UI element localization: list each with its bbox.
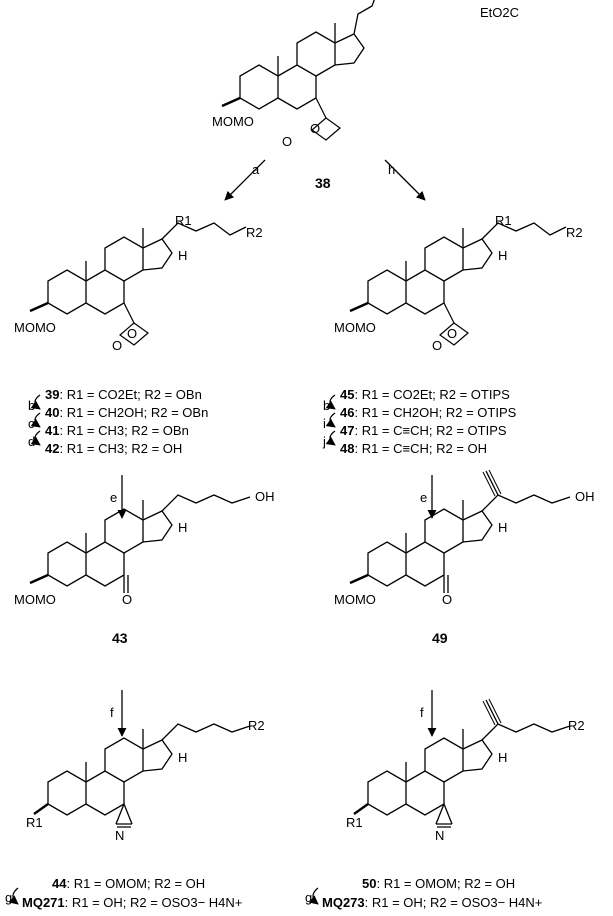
compound-mq273-line: MQ273: R1 = OH; R2 = OSO3− H4N+ — [322, 895, 543, 910]
r1-label-44: R1 — [26, 815, 43, 830]
compound-48-line: 48: R1 = C≡CH; R2 = OH — [340, 441, 488, 456]
reaction-arrows — [8, 159, 437, 905]
compound-50-line: 50: R1 = OMOM; R2 = OH — [362, 876, 516, 891]
mom-label-right: MOMO — [334, 320, 376, 335]
h-label-43: H — [178, 520, 188, 535]
compound-39-line: 39: R1 = CO2Et; R2 = OBn — [45, 387, 202, 402]
r2-label-right: R2 — [566, 225, 583, 240]
compound-50-structure — [353, 698, 571, 828]
h-label-50: H — [498, 750, 508, 765]
condition-h: h — [388, 162, 396, 177]
condition-j: j — [323, 434, 326, 449]
n-label-50: N — [435, 828, 445, 843]
r2-label-44: R2 — [248, 718, 265, 733]
compound-38-structure — [221, 0, 375, 141]
o-label-43: O — [122, 592, 133, 607]
compound-49-structure — [349, 469, 571, 593]
compound-39-structure — [29, 222, 247, 346]
condition-a: a — [252, 162, 260, 177]
ketal-o-label-2: O — [282, 134, 293, 149]
compound-mq271-line: MQ271: R1 = OH; R2 = OSO3− H4N+ — [22, 895, 243, 910]
compound-44-line: 44: R1 = OMOM; R2 = OH — [52, 876, 206, 891]
compound-41-line: 41: R1 = CH3; R2 = OBn — [45, 423, 189, 438]
compound-47-line: 47: R1 = C≡CH; R2 = OTIPS — [340, 423, 507, 438]
h-label-44: H — [178, 750, 188, 765]
condition-g-left: g — [5, 890, 13, 905]
r1-label-right: R1 — [495, 213, 512, 228]
h-label-right: H — [498, 248, 508, 263]
condition-f-left: f — [110, 705, 114, 720]
compound-40-line: 40: R1 = CH2OH; R2 = OBn — [45, 405, 209, 420]
compound-number-43: 43 — [112, 630, 128, 646]
o-label-left-1: O — [127, 326, 138, 341]
condition-e-left: e — [110, 490, 118, 505]
r1-label-left: R1 — [175, 213, 192, 228]
r2-label-50: R2 — [568, 718, 585, 733]
compound-number-49: 49 — [432, 630, 448, 646]
condition-b-left: b — [28, 398, 36, 413]
ketal-o-label-1: O — [310, 121, 321, 136]
condition-b-right: b — [323, 398, 331, 413]
condition-d: d — [28, 434, 36, 449]
o-label-right-2: O — [432, 338, 443, 353]
condition-c: c — [28, 416, 35, 431]
condition-e-right: e — [420, 490, 428, 505]
ester-label: EtO2C — [480, 5, 520, 20]
compound-42-line: 42: R1 = CH3; R2 = OH — [45, 441, 183, 456]
condition-i: i — [323, 416, 326, 431]
mom-label: MOMO — [212, 114, 254, 129]
mom-label-49: MOMO — [334, 592, 376, 607]
condition-g-right: g — [305, 890, 313, 905]
o-label-49: O — [442, 592, 453, 607]
compound-45-line: 45: R1 = CO2Et; R2 = OTIPS — [340, 387, 510, 402]
compound-46-line: 46: R1 = CH2OH; R2 = OTIPS — [340, 405, 517, 420]
oh-label-49: OH — [575, 489, 595, 504]
h-label-49: H — [498, 520, 508, 535]
o-label-left-2: O — [112, 338, 123, 353]
compound-45-structure — [349, 222, 567, 346]
compound-43-structure — [29, 494, 251, 593]
n-label-44: N — [115, 828, 125, 843]
r2-label-left: R2 — [246, 225, 263, 240]
compound-44-structure — [33, 723, 251, 828]
oh-label-43: OH — [255, 489, 275, 504]
o-label-right-1: O — [447, 326, 458, 341]
mom-label-43: MOMO — [14, 592, 56, 607]
condition-f-right: f — [420, 705, 424, 720]
compound-number-38: 38 — [315, 175, 331, 191]
r1-label-50: R1 — [346, 815, 363, 830]
mom-label-left: MOMO — [14, 320, 56, 335]
h-label-left: H — [178, 248, 188, 263]
